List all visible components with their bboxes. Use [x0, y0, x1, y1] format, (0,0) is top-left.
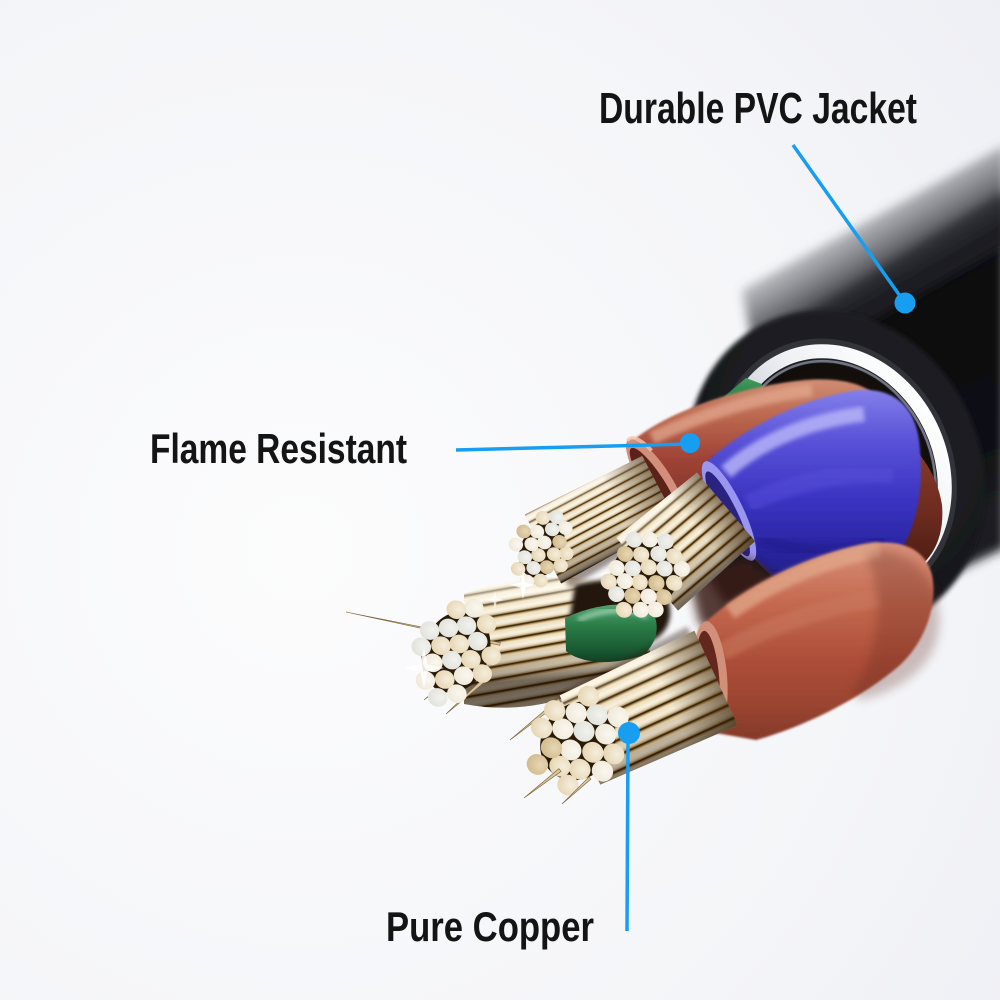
svg-text:Pure Copper: Pure Copper: [386, 903, 594, 950]
svg-text:Flame Resistant: Flame Resistant: [150, 425, 407, 472]
svg-text:Durable PVC Jacket: Durable PVC Jacket: [599, 84, 917, 133]
